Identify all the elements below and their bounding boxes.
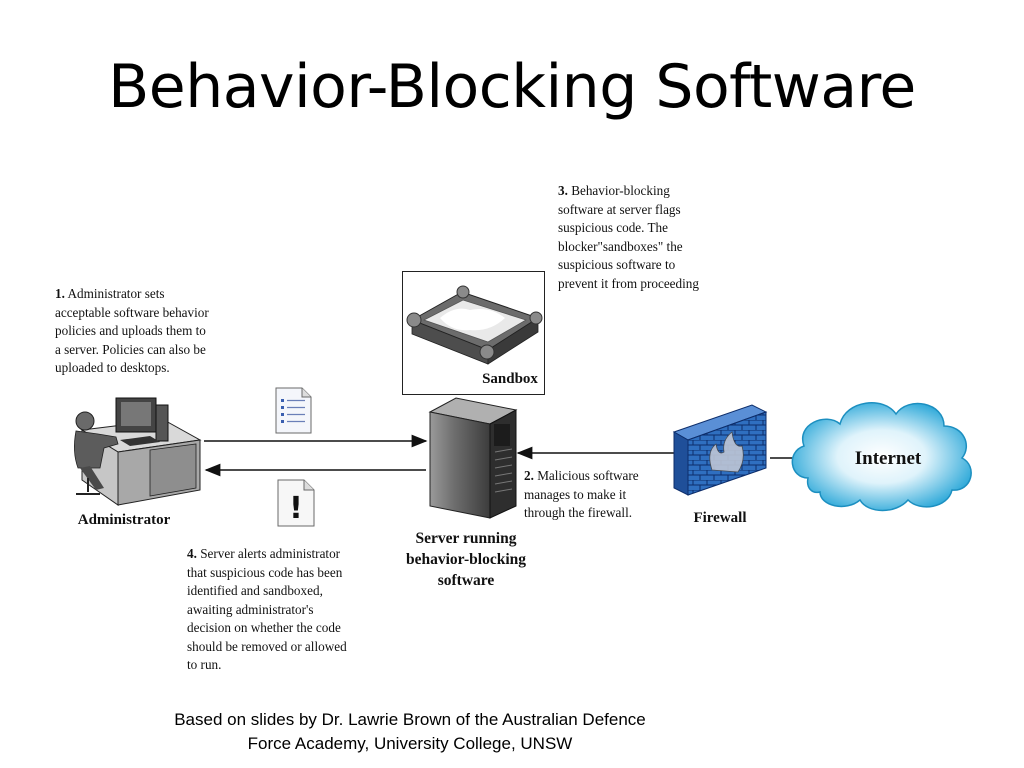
step1-note: 1. Administrator sets acceptable softwar…	[55, 285, 255, 378]
step1-line: acceptable software behavior	[55, 304, 209, 320]
step4-line: should be removed or allowed	[187, 638, 347, 654]
step2-line: through the firewall.	[524, 505, 633, 520]
step4-line: that suspicious code has been	[187, 564, 343, 580]
step4-line: awaiting administrator's	[187, 601, 314, 617]
step1-number: 1.	[55, 286, 65, 301]
step3-number: 3.	[558, 183, 568, 198]
step4-line: to run.	[187, 657, 222, 672]
step1-line: uploaded to desktops.	[55, 360, 170, 375]
server-label: Server running behavior-blocking softwar…	[384, 528, 548, 591]
alert-document-icon: !	[277, 479, 315, 527]
step3-line: Behavior-blocking	[567, 183, 670, 198]
firewall-label: Firewall	[693, 510, 747, 526]
internet-cloud-icon	[791, 402, 972, 512]
step4-note: 4. Server alerts administrator that susp…	[187, 545, 387, 675]
server-label-line2: behavior-blocking	[406, 551, 526, 568]
internet-label: Internet	[854, 448, 922, 469]
step4-line: identified and sandboxed,	[187, 583, 323, 598]
step2-note: 2. Malicious software manages to make it…	[524, 467, 684, 523]
step4-line: Server alerts administrator	[196, 546, 341, 561]
server-label-line3: software	[437, 572, 495, 589]
step1-line: a server. Policies can also be	[55, 341, 206, 357]
footer-line1: Based on slides by Dr. Lawrie Brown of t…	[174, 710, 646, 729]
step4-line: decision on whether the code	[187, 620, 341, 635]
slide-title: Behavior-Blocking Software	[108, 52, 916, 122]
step3-line: suspicious code. The	[558, 220, 669, 235]
policy-document-icon	[275, 387, 312, 434]
step3-line: suspicious software to	[558, 257, 676, 272]
server-label-line1: Server running	[415, 530, 517, 547]
administrator-label: Administrator	[77, 512, 171, 528]
step2-line: Malicious software	[533, 468, 639, 483]
step4-number: 4.	[187, 546, 197, 561]
footer-line2: Force Academy, University College, UNSW	[247, 734, 573, 753]
step2-number: 2.	[524, 468, 534, 483]
step1-line: policies and uploads them to	[55, 323, 206, 338]
step3-line: blocker"sandboxes" the	[558, 238, 683, 254]
firewall-icon	[672, 404, 768, 496]
step2-line: manages to make it	[524, 486, 627, 502]
step3-line: software at server flags	[558, 201, 681, 217]
step1-line: Administrator sets	[64, 286, 165, 301]
slide-footer: Based on slides by Dr. Lawrie Brown of t…	[100, 708, 720, 756]
server-icon	[428, 397, 518, 519]
sandbox-icon	[406, 285, 543, 365]
administrator-workstation-icon	[74, 397, 202, 506]
sandbox-label: Sandbox	[482, 371, 538, 387]
svg-text:!: !	[289, 491, 303, 526]
step3-note: 3. Behavior-blocking software at server …	[558, 182, 758, 293]
step3-line: prevent it from proceeding	[558, 275, 699, 291]
sandbox-frame	[402, 271, 545, 395]
